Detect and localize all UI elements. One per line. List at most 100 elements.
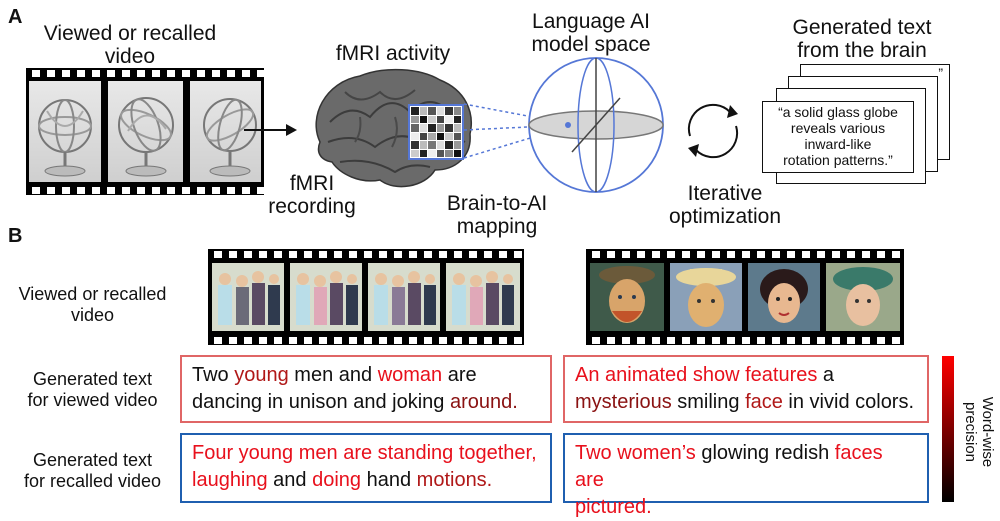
dancers-image	[374, 271, 436, 325]
word-segment: around.	[449, 391, 518, 413]
mapping-label-line2: mapping	[456, 215, 538, 238]
row1-label-line1: Viewed or recalled	[18, 284, 167, 304]
fmri-activity-label: fMRI activity	[335, 42, 451, 65]
film-strip-globe	[26, 68, 264, 195]
generated-text-recalled-left: Four young men are standing together, lau…	[180, 433, 552, 503]
row2-label-line2: for viewed video	[27, 390, 158, 410]
portrait-image	[833, 267, 893, 326]
iterative-line1: Iterative	[687, 182, 763, 205]
dancers-image	[218, 271, 280, 325]
word-segment: hand	[361, 469, 417, 491]
word-segment: woman	[377, 364, 443, 386]
portrait-image	[676, 268, 736, 327]
word-segment: face	[745, 391, 783, 413]
portrait-image	[599, 266, 655, 323]
generated-text-viewed-right: An animated show features a mysterious sm…	[563, 355, 929, 423]
language-model-sphere	[528, 57, 664, 193]
word-segment: mysterious	[575, 391, 672, 413]
viewed-video-label-line1: Viewed or recalled	[43, 22, 217, 45]
word-segment: a	[817, 364, 835, 386]
colorbar-label-line1: Word-wise	[979, 396, 996, 468]
word-segment: laughing	[192, 469, 268, 491]
mapping-label-line1: Brain-to-AI	[446, 192, 548, 215]
word-segment: faces are	[575, 442, 883, 491]
word-segment: in vivid colors.	[782, 391, 915, 413]
language-model-label: Language AI model space	[516, 10, 666, 56]
generated-text-line1: Generated text	[792, 16, 932, 39]
dancers-frame-2	[290, 263, 362, 331]
word-segment: doing	[312, 469, 362, 491]
back-card-quote: ”	[938, 65, 943, 81]
word-segment: young	[234, 364, 289, 386]
word-segment: men and	[288, 364, 378, 386]
iterative-optimization-label: Iterative optimization	[660, 182, 790, 228]
word-segment: motions.	[416, 469, 493, 491]
word-segment: are	[442, 364, 477, 386]
dancers-frame-3	[368, 263, 440, 331]
recording-arrow	[244, 124, 297, 136]
dancers-frame-1	[212, 263, 284, 331]
word-segment: An animated show features	[575, 364, 818, 386]
language-model-line1: Language AI	[532, 10, 650, 33]
row-viewed-video-label: Viewed or recalled video	[0, 284, 185, 326]
viewed-video-label-line2: video	[104, 45, 156, 68]
card-line-1: “a solid glass globe	[778, 104, 898, 120]
word-segment: dancing in unison and joking	[192, 391, 450, 413]
colorbar-label-line2: precision	[962, 401, 979, 463]
language-model-line2: model space	[531, 33, 651, 56]
row-generated-viewed-label: Generated text for viewed video	[0, 369, 185, 411]
fmri-recording-line1: fMRI	[289, 172, 335, 195]
word-segment: Four young men are standing together,	[192, 442, 537, 464]
film-perforations-top	[26, 68, 264, 78]
fmri-recording-line2: recording	[268, 195, 356, 218]
precision-colorbar	[942, 356, 954, 502]
film-perforations-bottom	[26, 185, 264, 195]
panel-a-letter: A	[8, 6, 23, 28]
film-perforations-top	[208, 249, 524, 259]
text-card-front: “a solid glass globe reveals various inw…	[762, 101, 914, 173]
glass-globe-image	[118, 97, 174, 177]
mapping-label: Brain-to-AI mapping	[432, 192, 562, 238]
card-line-3: inward-like	[804, 136, 872, 152]
generated-text-label: Generated text from the brain	[772, 16, 952, 62]
word-segment: Two	[192, 364, 235, 386]
row3-label-line2: for recalled video	[23, 471, 162, 491]
card-line-2: reveals various	[790, 120, 886, 136]
generated-text-line2: from the brain	[797, 39, 927, 62]
portrait-frame-1	[590, 263, 664, 331]
word-segment: Two women’s	[575, 442, 696, 464]
film-perforations-bottom	[208, 335, 524, 345]
portrait-image	[760, 269, 808, 323]
row-generated-recalled-label: Generated text for recalled video	[0, 450, 185, 492]
portrait-frame-2	[670, 263, 742, 331]
portrait-frame-4	[826, 263, 900, 331]
film-perforations-bottom	[586, 335, 904, 345]
panel-b-letter: B	[8, 225, 23, 247]
iterative-cycle-icon	[687, 103, 739, 159]
globe-frame-1	[29, 81, 101, 182]
film-strip-dancers	[208, 249, 524, 345]
globe-frame-2	[108, 81, 183, 182]
glass-globe-image	[203, 98, 257, 177]
card-line-4: rotation patterns.”	[783, 152, 893, 168]
row2-label-line1: Generated text	[32, 369, 153, 389]
globe-frame-3	[190, 81, 261, 182]
portrait-frame-3	[748, 263, 820, 331]
dancers-frame-4	[446, 263, 520, 331]
word-segment: and	[267, 469, 313, 491]
colorbar-label: Word-wise precision	[960, 372, 996, 492]
word-segment: smiling	[671, 391, 746, 413]
iterative-line2: optimization	[668, 205, 782, 228]
film-perforations-top	[586, 249, 904, 259]
viewed-video-label: Viewed or recalled video	[20, 22, 240, 68]
dancers-image	[452, 271, 514, 325]
row1-label-line2: video	[70, 305, 115, 325]
fmri-recording-label: fMRI recording	[262, 172, 362, 218]
generated-text-viewed-left: Two young men and woman are dancing in un…	[180, 355, 552, 423]
row3-label-line1: Generated text	[32, 450, 153, 470]
voxel-grid	[408, 104, 464, 160]
film-strip-portraits	[586, 249, 904, 345]
word-segment: pictured.	[575, 496, 652, 518]
dancers-image	[296, 271, 358, 325]
